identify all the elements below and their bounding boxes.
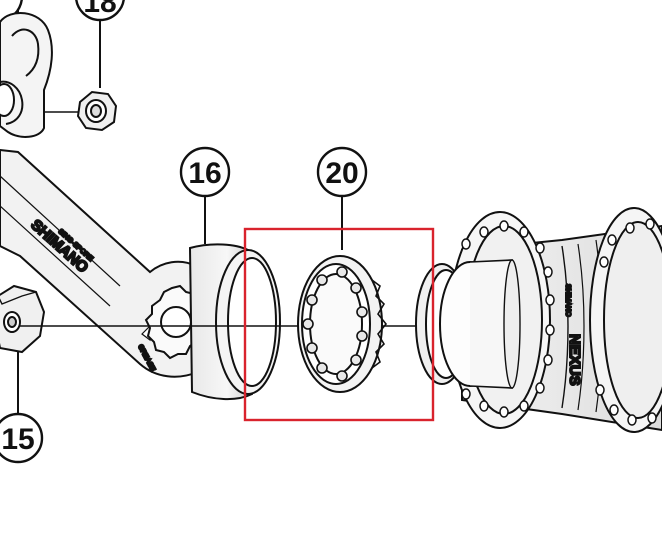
lock-ring (297, 255, 388, 393)
callout-16-number: 16 (188, 157, 221, 190)
callout-15-number: 15 (1, 423, 34, 456)
callout-top-number: 18 (83, 0, 116, 19)
callout-15: 15 (0, 352, 44, 464)
highlight-box (243, 227, 435, 422)
hub-shimano-text: SHIMANO (564, 284, 571, 317)
callout-top: 18 (75, 0, 125, 88)
callout-16: 16 (179, 146, 231, 244)
nexus-hub: SHIMANO NEXUS (439, 207, 662, 433)
small-nut (76, 90, 118, 132)
hub-nexus-text: NEXUS (566, 334, 583, 386)
callout-20: 20 (316, 146, 368, 250)
bearing-cup (188, 243, 281, 400)
axle-nut (0, 284, 46, 354)
callout-20-number: 20 (325, 157, 358, 190)
tensioner-hook (0, 11, 53, 138)
